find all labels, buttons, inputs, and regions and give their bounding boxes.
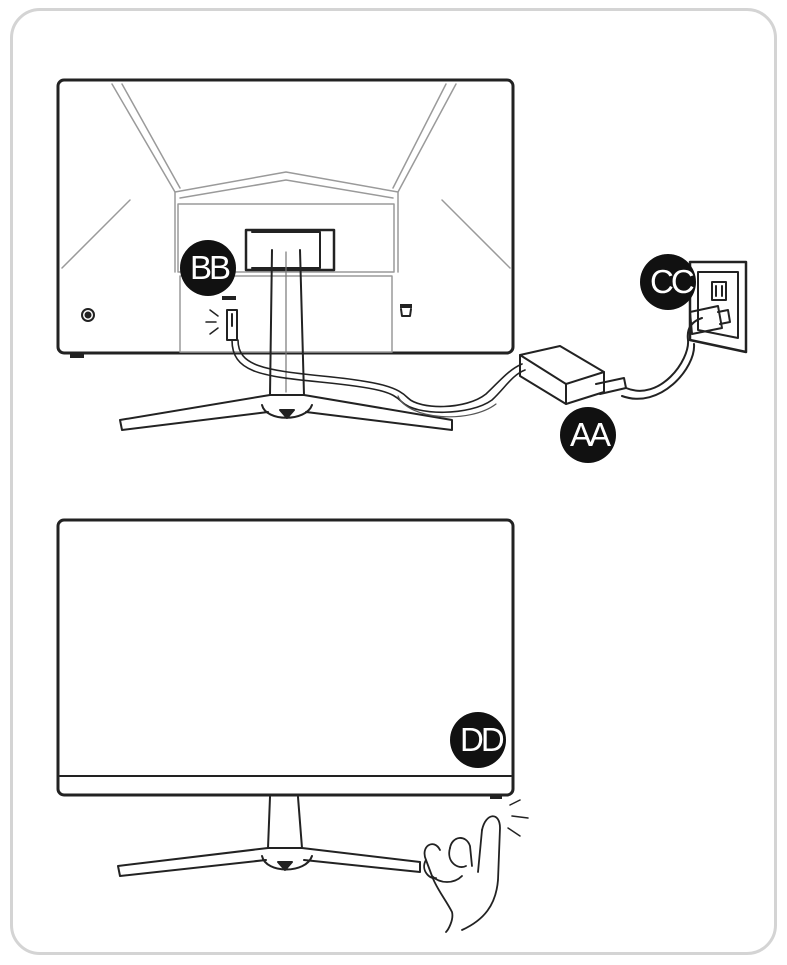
diagram-frame bbox=[10, 8, 777, 955]
callout-c: CC bbox=[640, 254, 696, 310]
callout-b: BB bbox=[180, 240, 236, 296]
power-cable bbox=[231, 339, 526, 418]
wall-outlet bbox=[688, 260, 748, 354]
callout-a: AA bbox=[560, 407, 616, 463]
monitor-front bbox=[56, 518, 515, 799]
hand-press-icon bbox=[423, 799, 529, 933]
callout-d: DD bbox=[450, 712, 506, 768]
dc-plug bbox=[205, 309, 238, 341]
stand-upper bbox=[119, 249, 453, 431]
stand-lower bbox=[117, 796, 421, 877]
power-adapter bbox=[519, 317, 703, 405]
